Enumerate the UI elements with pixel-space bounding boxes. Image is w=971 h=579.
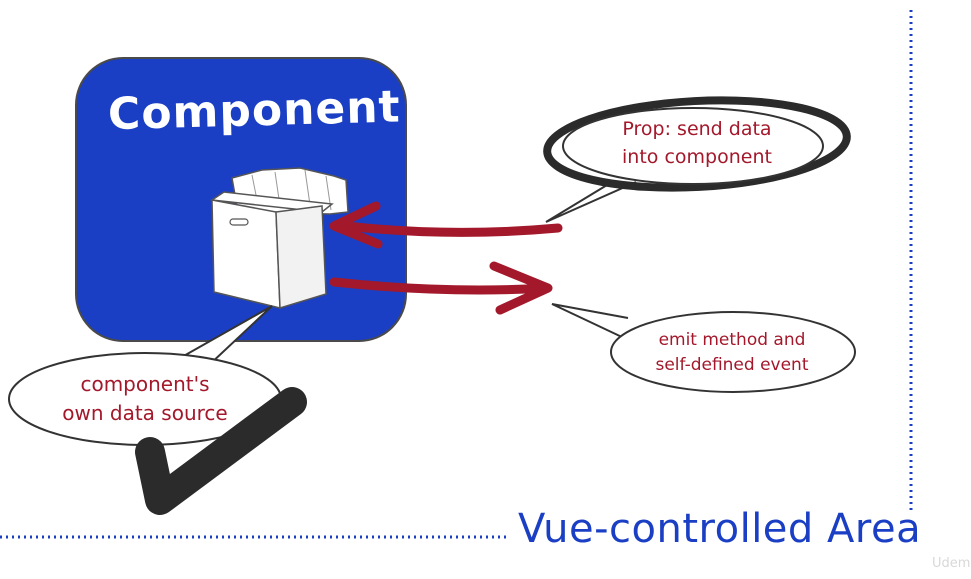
data-source-bubble-text: component's own data source <box>32 370 258 428</box>
prop-bubble-text: Prop: send data into component <box>588 116 806 171</box>
checkmark-icon <box>135 387 307 515</box>
data-source-line-1: component's <box>80 372 210 396</box>
emit-arrow <box>329 261 553 315</box>
prop-arrow <box>329 201 563 249</box>
emit-bubble <box>551 303 856 393</box>
emit-line-1: emit method and <box>658 330 806 350</box>
watermark: Udemy <box>932 556 971 571</box>
emit-line-2: self-defined event <box>655 354 809 375</box>
prop-line-1: Prop: send data <box>622 118 772 140</box>
file-box-icon <box>209 167 349 309</box>
prop-bubble <box>543 96 851 223</box>
prop-line-2: into component <box>622 145 772 168</box>
vue-controlled-area-label: Vue-controlled Area <box>518 506 922 552</box>
emit-bubble-text: emit method and self-defined event <box>632 328 832 377</box>
data-source-line-2: own data source <box>62 401 228 425</box>
